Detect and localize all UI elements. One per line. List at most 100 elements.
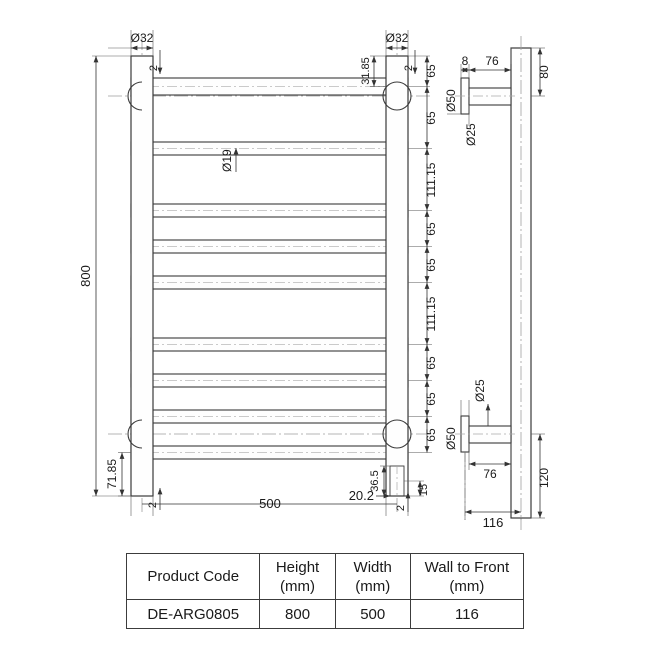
header-width-line2: (mm): [355, 577, 391, 595]
bracket-bottom-right: [382, 419, 398, 449]
dim-label-post-dia-left: Ø32: [131, 31, 154, 45]
dim-gap-top-left: 2: [148, 50, 163, 74]
dim-label-span-8: 65: [424, 392, 438, 406]
dim-label-overall-width: 500: [259, 496, 281, 511]
rung: [130, 337, 409, 352]
bracket-top-assembly: [455, 77, 515, 115]
bracket-top-left: [127, 81, 143, 111]
dim-gap-bottom-left: 2: [147, 488, 163, 510]
dim-label-span-4: 65: [424, 222, 438, 236]
dim-stem-length-bottom: 76: [469, 461, 511, 481]
dim-label-gap-top-left: 2: [148, 65, 160, 71]
dim-label-stem-dia-top: Ø25: [464, 123, 478, 146]
header-width-line1: Width: [353, 558, 392, 576]
dim-label-foot-height: 15: [418, 484, 430, 496]
dim-label-stem-length-bottom: 76: [483, 467, 497, 481]
dim-label-span-5: 65: [424, 258, 438, 272]
side-bottom-witness: [460, 400, 545, 520]
dim-bottom-to-center: 120: [537, 434, 551, 518]
cell-height: 800: [259, 599, 336, 629]
cell-wall-to-front: 116: [409, 599, 525, 629]
dim-label-rung-dia: Ø19: [220, 149, 234, 172]
dim-overall-height: 800: [78, 56, 99, 496]
dim-label-span-1: 65: [424, 64, 438, 78]
rung: [130, 445, 409, 460]
right-post: [385, 55, 409, 497]
rung: [130, 203, 409, 218]
bracket-bottom-left: [127, 419, 143, 449]
bracket-bottom-stem: [468, 425, 512, 444]
dim-label-gap-bottom-right: 2: [395, 505, 407, 511]
dim-label-gap-top-right: 2: [403, 65, 415, 71]
dim-label-bottom-to-center: 120: [537, 468, 551, 488]
dim-label-plate-dia-bottom: Ø50: [444, 427, 458, 450]
centerlines: [108, 36, 430, 512]
dim-label-span-3: 111.15: [424, 162, 438, 197]
rungs-group: [130, 77, 409, 460]
dim-rung-diameter: Ø19: [220, 148, 239, 172]
dim-plate-thickness: 8: [461, 54, 469, 73]
side-view-bottom-group: Ø25 Ø50 76 120 116: [444, 379, 551, 530]
cell-product-code: DE-ARG0805: [125, 599, 261, 629]
side-view-top-group: 8 76 80 Ø50 Ø25: [444, 36, 551, 530]
dim-label-post-dia-right: Ø32: [386, 31, 409, 45]
dim-stem-dia-top: Ø25: [464, 123, 478, 146]
bracket-bottom-right-b: [396, 419, 412, 449]
header-height-line1: Height: [275, 558, 320, 576]
dim-label-bottom-offset: 71.85: [105, 459, 119, 489]
rung: [130, 275, 409, 290]
dim-label-plate-dia-top: Ø50: [444, 89, 458, 112]
rung: [130, 373, 409, 388]
bracket-top-right-b: [396, 81, 412, 111]
table-row: DE-ARG0805 800 500 116: [125, 599, 525, 629]
dim-label-foot-inner-width: 36.5: [369, 470, 381, 491]
dim-label-stem-length-top: 76: [485, 54, 499, 68]
dim-label-overall-height: 800: [78, 265, 93, 287]
dim-label-wall-to-front: 116: [483, 515, 504, 530]
dim-label-top-offset: 31.85: [360, 57, 372, 85]
dim-stem-dia-bottom: Ø25: [473, 379, 491, 426]
bracket-top-right: [382, 81, 398, 111]
dim-gap-top-right: 2: [403, 50, 418, 74]
dim-plate-dia-top: Ø50: [444, 89, 458, 112]
dim-post-diameter-left: Ø32: [131, 31, 154, 51]
dim-plate-dia-bottom: Ø50: [444, 427, 458, 450]
dim-foot-offset: 20.2: [349, 488, 390, 503]
header-wtf-line1: Wall to Front: [424, 558, 510, 576]
dim-label-span-9: 65: [424, 428, 438, 442]
dim-label-span-2: 65: [424, 111, 438, 125]
dim-label-gap-bottom-left: 2: [147, 502, 159, 508]
dim-bottom-offset: 71.85: [105, 452, 125, 496]
front-view-group: Ø32 Ø32 2 2 31.85: [78, 30, 438, 516]
dim-gap-bottom-right: 2: [395, 492, 411, 512]
dim-label-span-6: 111.15: [424, 296, 438, 331]
rung: [130, 409, 409, 424]
dim-label-span-7: 65: [424, 356, 438, 370]
dim-top-offset: 31.85: [360, 56, 377, 87]
dim-top-to-center: 80: [537, 48, 551, 96]
dim-wall-to-front: 116: [465, 509, 521, 530]
dim-stem-length-top: 76: [469, 54, 511, 73]
dim-foot-height: 15: [417, 481, 430, 496]
header-height: Height (mm): [259, 553, 336, 600]
header-height-line2: (mm): [280, 577, 316, 595]
dim-label-plate-thickness: 8: [462, 54, 469, 68]
header-wtf-line2: (mm): [449, 577, 485, 595]
dim-foot-inner-width: 36.5: [369, 466, 387, 496]
cell-width: 500: [334, 599, 411, 629]
left-post: [130, 55, 154, 497]
dim-label-top-to-center: 80: [537, 65, 551, 79]
dim-overall-width: 500: [142, 496, 397, 511]
table-header-row: Product Code Height (mm) Width (mm) Wall…: [125, 553, 525, 600]
header-wall-to-front: Wall to Front (mm): [409, 553, 525, 600]
wall-brackets: [127, 81, 412, 449]
spec-table: Product Code Height (mm) Width (mm) Wall…: [125, 553, 525, 629]
rung: [130, 141, 409, 156]
dim-label-stem-dia-bottom: Ø25: [473, 379, 487, 402]
dim-post-diameter-right: Ø32: [386, 31, 409, 51]
header-width: Width (mm): [334, 553, 411, 600]
bracket-top-stem: [468, 87, 512, 106]
rung: [130, 239, 409, 254]
